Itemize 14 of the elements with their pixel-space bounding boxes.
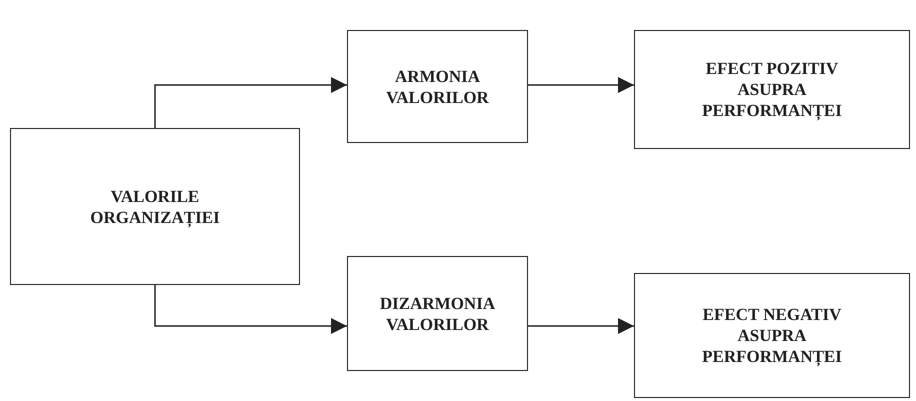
box-label: EFECT POZITIV ASUPRA PERFORMANȚEI [701, 58, 843, 121]
process-box [347, 30, 528, 143]
box-label: ARMONIA VALORILOR [385, 66, 490, 108]
arrow [528, 77, 634, 93]
box-label: VALORILE ORGANIZAȚIEI [89, 186, 221, 228]
process-box [347, 256, 528, 371]
box-label: EFECT NEGATIV ASUPRA PERFORMANȚEI [701, 304, 843, 367]
arrow [528, 318, 634, 334]
arrow [154, 285, 347, 334]
arrow [154, 77, 347, 128]
process-box [10, 128, 300, 285]
process-box [634, 273, 910, 398]
box-label: DIZARMONIA VALORILOR [378, 292, 496, 334]
process-box [634, 30, 910, 149]
